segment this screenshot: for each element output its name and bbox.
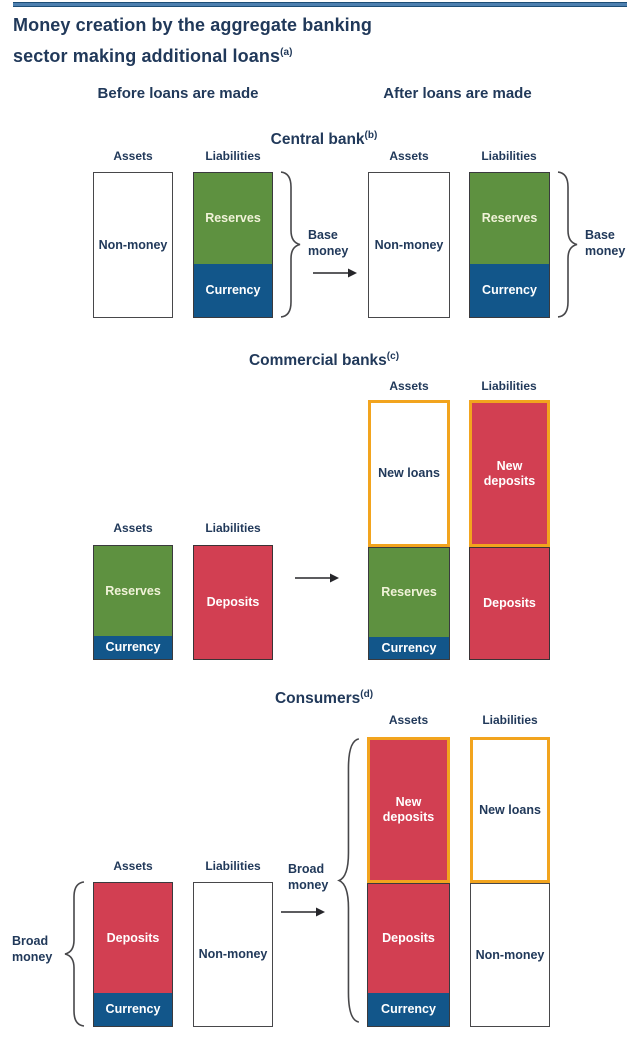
consumers-after-new-loans-box: New loans: [470, 737, 550, 883]
non-money-label: Non-money: [98, 237, 168, 252]
footnote-b-marker: (b): [364, 130, 378, 141]
currency-label: Currency: [381, 640, 437, 655]
deposits-label: Deposits: [483, 596, 536, 610]
non-money-label: Non-money: [475, 947, 545, 962]
non-money-label: Non-money: [198, 947, 268, 961]
broad-money-label: Broad money: [288, 862, 329, 892]
non-money-label: Non-money: [374, 237, 444, 252]
consumers-before-liabilities-box: Non-money: [193, 882, 273, 1027]
currency-label: Currency: [205, 283, 261, 297]
currency-label: Currency: [482, 283, 537, 297]
currency-segment: Currency: [368, 993, 449, 1026]
liabilities-column-label: Liabilities: [481, 379, 537, 393]
after-column-heading: After loans are made: [383, 85, 532, 102]
commercial-after-liabilities-box: Deposits: [469, 547, 550, 660]
central-after-assets-box: Non-money: [368, 172, 450, 318]
currency-segment: Currency: [94, 993, 172, 1026]
figure-title-line1: Money creation by the aggregate banking: [13, 15, 372, 35]
reserves-label: Reserves: [205, 211, 261, 225]
currency-segment: Currency: [94, 636, 172, 659]
reserves-segment: Reserves: [369, 548, 449, 637]
currency-segment: Currency: [194, 264, 272, 317]
currency-segment: Currency: [470, 264, 549, 317]
arrow-right-icon: [294, 572, 340, 584]
liabilities-column-label: Liabilities: [205, 859, 261, 873]
footnote-d-marker: (d): [360, 689, 374, 700]
footnote-a-marker: (a): [280, 47, 293, 58]
reserves-label: Reserves: [381, 585, 437, 599]
commercial-after-assets-box: Reserves Currency: [368, 547, 450, 660]
brace-left-icon: [62, 879, 88, 1029]
reserves-label: Reserves: [105, 583, 161, 598]
assets-column-label: Assets: [113, 149, 153, 163]
footnote-c-marker: (c): [386, 351, 400, 362]
reserves-segment: Reserves: [94, 546, 172, 636]
arrow-right-icon: [280, 906, 326, 918]
commercial-before-assets-box: Reserves Currency: [93, 545, 173, 660]
liabilities-column-label: Liabilities: [205, 521, 261, 535]
base-money-label: Base money: [585, 228, 626, 258]
consumers-after-new-deposits-box: New deposits: [367, 737, 450, 883]
central-before-assets-box: Non-money: [93, 172, 173, 318]
commercial-after-new-loans-box: New loans: [368, 400, 450, 547]
central-after-liabilities-box: Reserves Currency: [469, 172, 550, 318]
consumers-section-title: Consumers(d): [274, 689, 374, 708]
brace-left-icon: [336, 733, 363, 1028]
base-money-label: Base money: [308, 228, 349, 258]
central-bank-section-title: Central bank(b): [270, 130, 378, 149]
currency-label: Currency: [381, 1002, 436, 1016]
consumers-after-liabilities-box: Non-money: [470, 883, 550, 1027]
arrow-right-icon: [312, 267, 358, 279]
commercial-banks-section-title: Commercial banks(c): [248, 351, 400, 370]
assets-column-label: Assets: [113, 521, 153, 535]
assets-column-label: Assets: [389, 379, 429, 393]
assets-column-label: Assets: [388, 713, 429, 727]
liabilities-column-label: Liabilities: [481, 149, 537, 163]
consumers-before-assets-box: Deposits Currency: [93, 882, 173, 1027]
commercial-before-liabilities-box: Deposits: [193, 545, 273, 660]
reserves-segment: Reserves: [470, 173, 549, 264]
commercial-after-new-deposits-box: New deposits: [469, 400, 550, 547]
new-deposits-label: New deposits: [382, 795, 435, 824]
deposits-segment: Deposits: [368, 884, 449, 993]
new-loans-label: New loans: [378, 466, 440, 480]
reserves-segment: Reserves: [194, 173, 272, 264]
liabilities-column-label: Liabilities: [205, 149, 261, 163]
currency-label: Currency: [105, 1002, 161, 1016]
deposits-label: Deposits: [106, 930, 160, 945]
broad-money-label: Broad money: [12, 934, 53, 964]
reserves-label: Reserves: [481, 211, 538, 225]
new-loans-label: New loans: [479, 802, 541, 817]
before-column-heading: Before loans are made: [97, 85, 259, 102]
liabilities-column-label: Liabilities: [482, 713, 538, 727]
currency-label: Currency: [105, 640, 161, 654]
figure-title-line2: sector making additional loans(a): [13, 46, 293, 66]
brace-right-icon: [554, 169, 580, 320]
deposits-label: Deposits: [206, 595, 260, 609]
brace-right-icon: [277, 169, 303, 320]
central-before-liabilities-box: Reserves Currency: [193, 172, 273, 318]
deposits-label: Deposits: [382, 931, 435, 945]
currency-segment: Currency: [369, 637, 449, 659]
figure-title: Money creation by the aggregate banking …: [13, 12, 483, 70]
deposits-segment: Deposits: [94, 883, 172, 993]
top-rule: [13, 2, 627, 7]
assets-column-label: Assets: [389, 149, 429, 163]
new-deposits-label: New deposits: [483, 458, 536, 488]
consumers-after-assets-box: Deposits Currency: [367, 883, 450, 1027]
assets-column-label: Assets: [113, 859, 153, 873]
